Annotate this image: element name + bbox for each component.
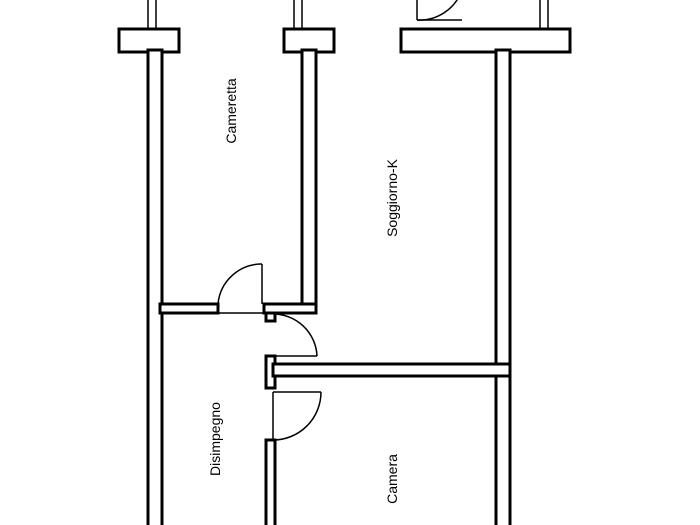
room-label-disimpegno: Disimpegno — [207, 402, 223, 476]
doors — [217, 0, 462, 441]
room-label-cameretta: Cameretta — [223, 78, 239, 144]
cameretta-door — [217, 263, 264, 314]
top-window-jambs — [147, 0, 549, 29]
walls — [146, 48, 512, 525]
entrance-door — [416, 0, 462, 21]
room-label-camera: Camera — [384, 454, 400, 504]
room-label-soggiorno: Soggiorno-K — [384, 158, 400, 236]
soggiorno-door — [272, 313, 318, 357]
camera-door — [272, 391, 322, 441]
pier-caps — [117, 27, 572, 54]
room-labels: Cameretta Soggiorno-K Disimpegno Camera — [207, 78, 400, 504]
